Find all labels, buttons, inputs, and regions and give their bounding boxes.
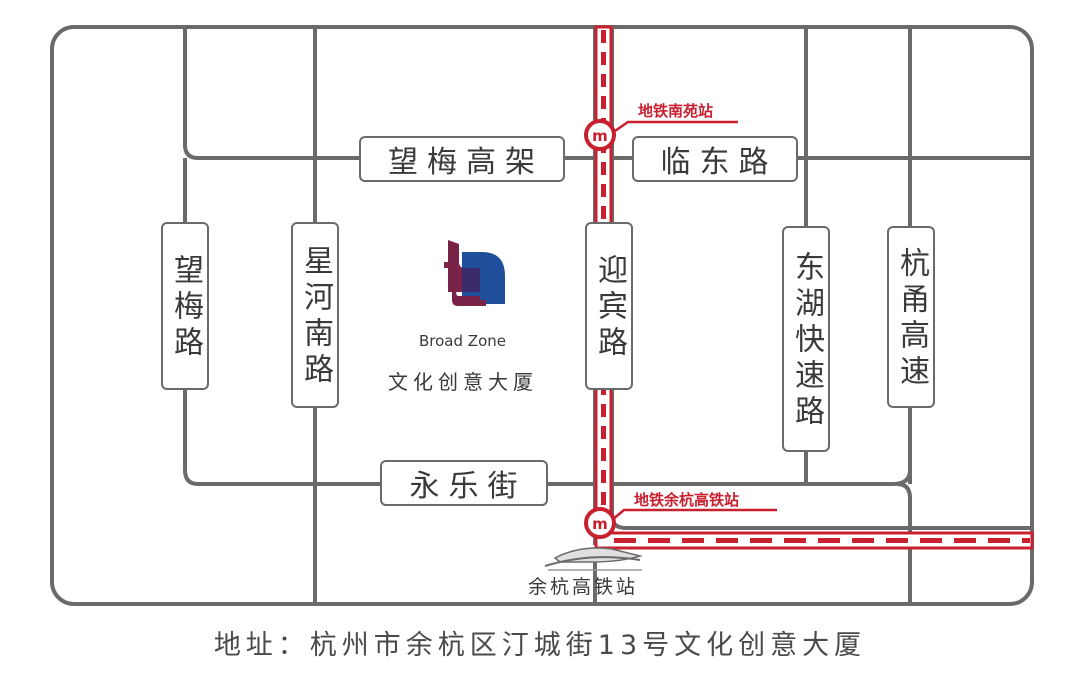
station-label-hsr[interactable]: 余杭高铁站 (528, 576, 639, 598)
yuhang-callout-line (611, 508, 777, 521)
metro-station-nanyuan-icon[interactable]: m (584, 119, 616, 151)
station-label-nanyuan[interactable]: 地铁南苑站 (638, 102, 714, 120)
svg-text:m: m (592, 127, 608, 145)
landmark-name-cn: 文化创意大厦 (388, 370, 538, 394)
road-label-lindong: 临东路 (632, 136, 798, 182)
road-label-xinghe-south: 星河南路 (291, 222, 339, 408)
road-label-yingbin: 迎宾路 (585, 222, 633, 390)
road-label-hangyong-highway: 杭甬高速 (887, 226, 935, 408)
road-label-donghu-expressway: 东湖快速路 (782, 226, 830, 452)
landmark-name-en: Broad Zone (419, 332, 506, 350)
nanyuan-callout-line (611, 120, 738, 135)
road-rail-corridor (610, 515, 1032, 530)
road-wangmei-elevated (183, 28, 1032, 160)
metro-station-yuhang-icon[interactable]: m (584, 507, 616, 539)
address-line: 地址：杭州市余杭区汀城街13号文化创意大厦 (213, 630, 867, 661)
road-label-wangmei-road: 望梅路 (161, 222, 209, 390)
station-label-yuhang-hsr-metro[interactable]: 地铁余杭高铁站 (634, 491, 740, 509)
road-yongle-east (896, 482, 912, 604)
road-label-yongle: 永乐街 (380, 460, 548, 506)
map-frame (50, 25, 1034, 606)
broad-zone-logo (444, 240, 505, 306)
road-label-wangmei-elevated: 望梅高架 (359, 136, 565, 182)
svg-text:m: m (592, 515, 608, 533)
hsr-station-icon (544, 547, 643, 571)
